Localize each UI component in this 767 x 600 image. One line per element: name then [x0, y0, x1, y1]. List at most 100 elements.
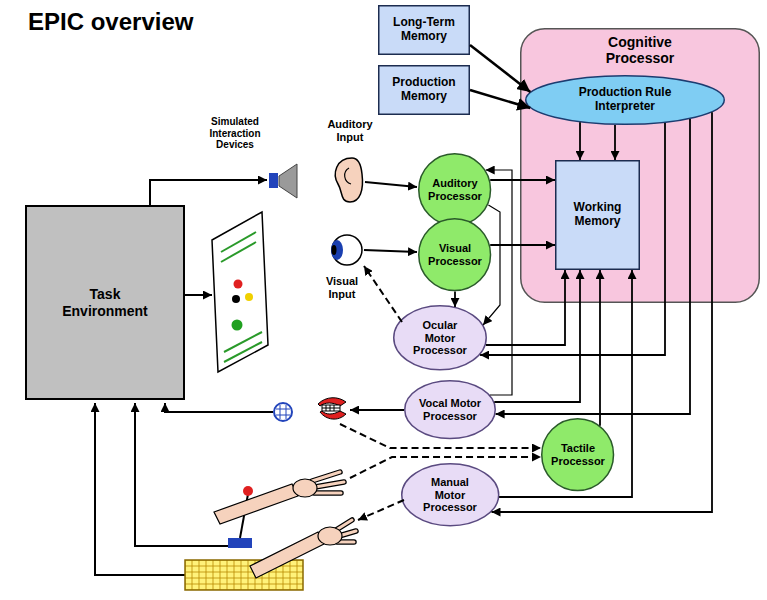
connector [499, 270, 632, 497]
device-label: Auditory Input [318, 118, 382, 143]
interpreter-ellipse: Production Rule Interpreter [525, 75, 725, 125]
speaker-icon [269, 173, 278, 188]
memory-box: Production Memory [378, 65, 470, 115]
perceptual-processor-shape [542, 419, 614, 491]
display-panel [212, 212, 268, 372]
microphone-icon [274, 403, 292, 421]
perceptual-processor-text: Visual Processor [426, 242, 484, 267]
sense-arrow [350, 182, 417, 410]
joystick-icon [228, 538, 252, 548]
node-label: Working Memory [561, 201, 634, 229]
processor-region-outline [520, 28, 760, 303]
interpreter-ellipse-shape [526, 76, 725, 125]
node-label: Long-Term Memory [384, 16, 464, 44]
perceptual-processor: Visual Processor [418, 218, 491, 291]
dashed-arrow [364, 266, 402, 322]
dashed-arrow [340, 266, 541, 520]
node-label: Auditory Processor [426, 177, 484, 202]
label-box: Auditory Input [318, 118, 382, 143]
perceptual-processor-text: Tactile Processor [549, 442, 607, 467]
mouth-icon [322, 405, 340, 411]
node-label: Vocal Motor Processor [414, 397, 486, 422]
display-panel [232, 320, 243, 331]
mouth-icon [318, 398, 346, 419]
keyboard-icon [185, 560, 303, 590]
memory-box-text: Working Memory [561, 201, 634, 229]
connector [454, 292, 456, 307]
mouth-icon [320, 411, 346, 419]
motor-processor: Ocular Motor Processor [393, 305, 487, 371]
display-panel [245, 293, 253, 301]
perceptual-processor: Tactile Processor [541, 418, 614, 491]
eye-icon [332, 245, 337, 255]
hand-icon [293, 479, 317, 497]
motor-processor: Manual Motor Processor [401, 463, 499, 526]
display-panel [221, 232, 256, 252]
motor-processor-shape [402, 464, 499, 526]
node-label: Visual Processor [426, 242, 484, 267]
device-wire [135, 403, 228, 546]
eye-icon [331, 235, 362, 265]
microphone-icon [274, 403, 292, 421]
node-label: Manual Motor Processor [417, 476, 483, 514]
eye-icon [332, 235, 362, 265]
device-wire [95, 403, 185, 575]
node-label: Ocular Motor Processor [408, 319, 472, 357]
display-panel [232, 295, 240, 303]
mouth-icon [322, 405, 340, 411]
title-box: EPIC overview [28, 8, 193, 36]
memory-box-shape [379, 6, 470, 55]
environment-box: Task Environment [25, 205, 185, 400]
environment-box-text: Task Environment [55, 286, 155, 318]
memory-box-shape [556, 161, 640, 270]
device-wire [150, 180, 267, 205]
ear-icon [335, 158, 362, 202]
sense-arrow [365, 182, 417, 187]
speaker-icon [269, 164, 297, 198]
connector [490, 179, 555, 181]
memory-box-shape [379, 66, 470, 115]
hand-icon [318, 527, 342, 545]
hand-icon [214, 472, 356, 578]
motor-processor-text: Manual Motor Processor [417, 476, 483, 514]
perceptual-processor: Auditory Processor [418, 153, 491, 226]
processor-region-text: Cognitive Processor [580, 34, 700, 66]
label-box: Visual Input [314, 275, 370, 300]
perceptual-processor-shape [419, 154, 491, 226]
motor-processor-text: Ocular Motor Processor [408, 319, 472, 357]
display-panel [224, 342, 262, 362]
connector [486, 170, 512, 395]
processor-region: Cognitive ProcessorProduction Rule Inter… [520, 28, 760, 303]
speaker-icon [279, 164, 297, 198]
ear-icon [335, 158, 362, 202]
device-wire [165, 403, 273, 412]
motor-processor-text: Vocal Motor Processor [414, 397, 486, 422]
environment-box-shape [26, 206, 184, 399]
joystick-icon [243, 486, 253, 496]
motor-processor: Vocal Motor Processor [404, 380, 496, 439]
device-label: Simulated Interaction Devices [195, 116, 275, 151]
memory-box-text: Production Memory [384, 76, 464, 104]
connector [579, 122, 581, 160]
display-panel [221, 232, 262, 362]
sense-arrow [350, 409, 404, 411]
node-label: Production Rule Interpreter [550, 86, 700, 114]
processor-region-shape [521, 29, 760, 303]
memory-box: Long-Term Memory [378, 5, 470, 55]
label-box: Simulated Interaction Devices [195, 116, 275, 151]
device-wire [185, 294, 212, 296]
ear-icon [345, 168, 351, 184]
node-label: Cognitive Processor [580, 34, 700, 66]
node-label: Task Environment [55, 286, 155, 318]
connector [614, 125, 616, 160]
dashed-arrow [358, 500, 404, 520]
sense-arrow [364, 250, 417, 252]
device-label: Visual Input [314, 275, 370, 300]
memory-box-text: Long-Term Memory [384, 16, 464, 44]
perceptual-processor-text: Auditory Processor [426, 177, 484, 202]
node-label: Production Memory [384, 76, 464, 104]
diagram-title: EPIC overview [28, 8, 193, 36]
microphone-icon [276, 405, 290, 419]
